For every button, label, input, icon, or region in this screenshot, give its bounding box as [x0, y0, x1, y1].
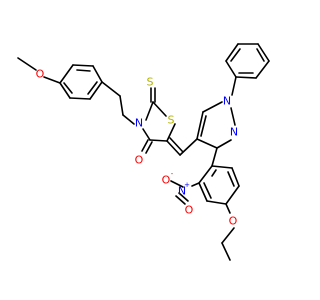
- thiazolidine-ring: [142, 101, 176, 142]
- nitro-n-o-single: [170, 180, 184, 188]
- nitro-bond: [191, 182, 200, 187]
- methoxyphenyl-ring: [59, 64, 103, 100]
- n-phenyl-bond: [231, 76, 237, 96]
- atom-n-pyrazole-2: N: [230, 126, 238, 139]
- exocyclic-double-bond-b: [169, 137, 184, 153]
- atom-n-thiazolidine: N: [135, 117, 143, 130]
- methoxy-bond: [43, 76, 61, 84]
- ethyl-linker-bond-2: [119, 95, 124, 116]
- methine-bond: [179, 138, 198, 156]
- nitro-n-o-double-a: [175, 195, 186, 205]
- ethyl-linker-bond-1: [101, 81, 121, 97]
- nitro-n-o-double-b: [178, 192, 189, 202]
- carbonyl-bond-a: [141, 139, 149, 152]
- atom-o-nitro-double: O: [185, 204, 194, 217]
- ethyl-bond-2: [221, 242, 231, 261]
- molecule-diagram: O N S S O N N N + O - O O: [17, 43, 270, 261]
- atom-s-ring: S: [168, 114, 175, 127]
- ethoxy-nitrophenyl-ring: [198, 165, 240, 205]
- nitro-o-charge: -: [171, 170, 174, 178]
- carbonyl-bond-b: [145, 141, 153, 154]
- n-ethyl-bond: [122, 114, 135, 125]
- atom-o-carbonyl: O: [135, 154, 144, 167]
- atom-o-methoxy: O: [36, 68, 45, 81]
- aryl-bond: [211, 147, 218, 167]
- atom-o-ethoxy: O: [229, 215, 238, 228]
- phenyl-ring: [225, 43, 270, 79]
- atom-n-pyrazole-1: N: [223, 95, 231, 108]
- exocyclic-double-bond-a: [166, 140, 181, 156]
- ethyl-bond-1: [221, 227, 235, 244]
- atom-n-nitro: N: [178, 185, 186, 198]
- pyrazole-ring: [196, 101, 236, 149]
- atom-s-thione: S: [147, 76, 154, 89]
- nitro-n-charge: +: [184, 181, 190, 189]
- ethoxy-bond: [225, 203, 231, 214]
- methyl-bond: [17, 57, 37, 71]
- atom-o-nitro-minus: O: [162, 174, 171, 187]
